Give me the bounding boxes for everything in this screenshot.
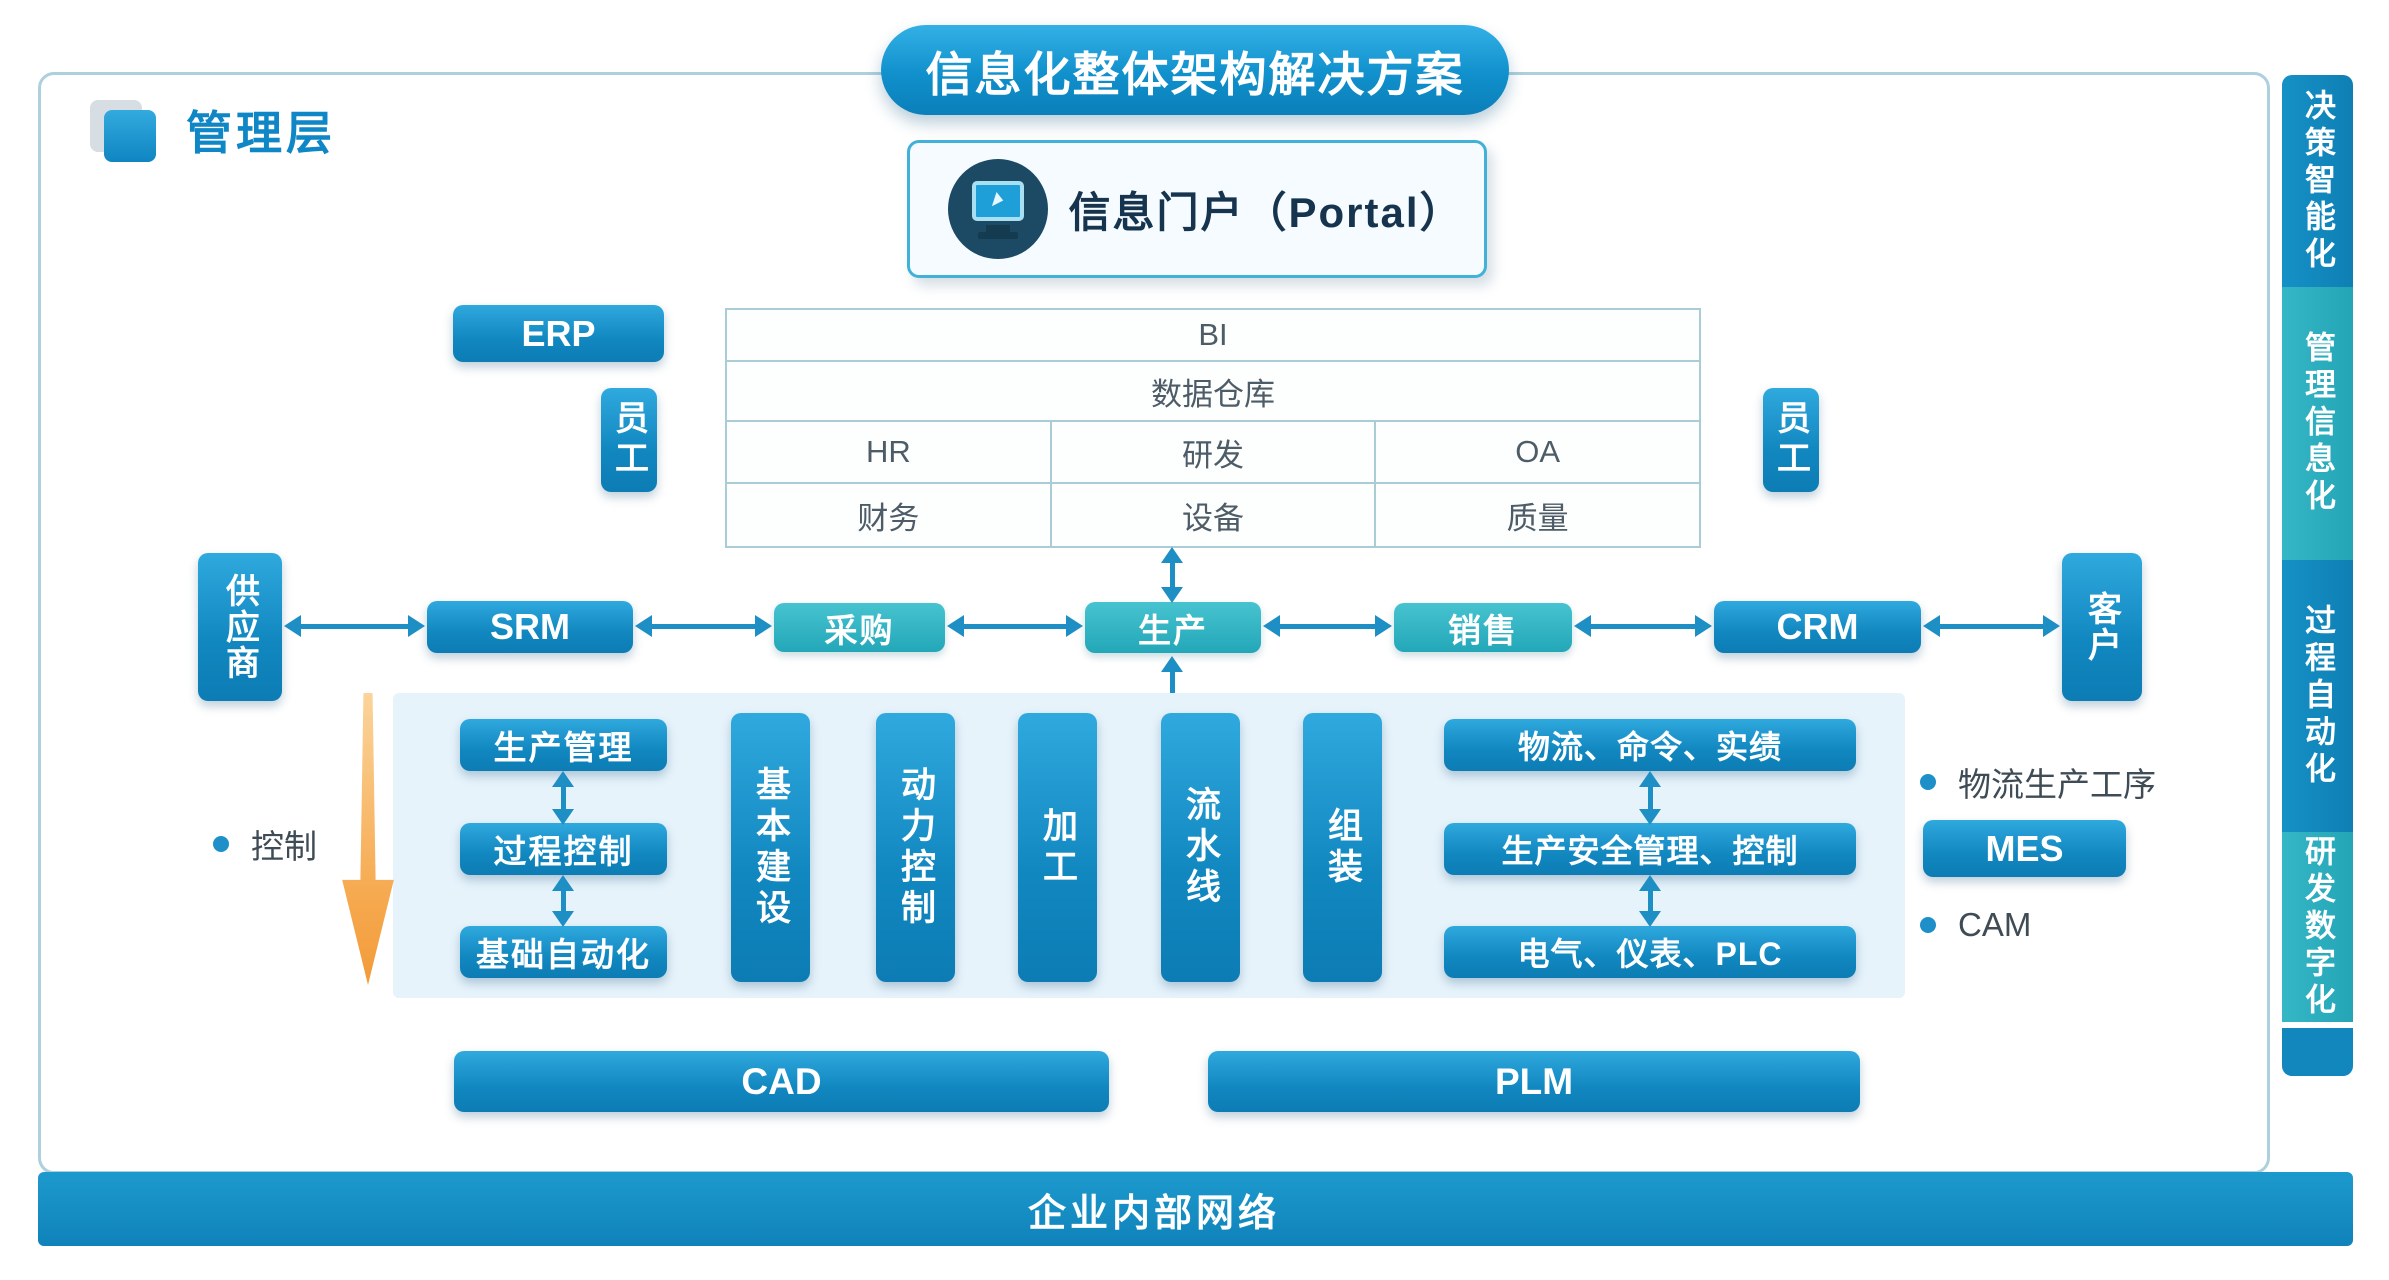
mes-button[interactable]: MES bbox=[1923, 820, 2126, 877]
hr-cell: HR bbox=[727, 422, 1052, 482]
employee-right-box[interactable]: 员工 bbox=[1763, 388, 1819, 492]
srm-box[interactable]: SRM bbox=[427, 601, 633, 653]
production-management-box[interactable]: 生产管理 bbox=[460, 719, 667, 771]
table-row: 财务 设备 质量 bbox=[727, 484, 1699, 546]
arrow-left-stack-2 bbox=[552, 875, 574, 927]
portal-label: 信息门户（Portal） bbox=[1068, 188, 1464, 236]
purchase-box[interactable]: 采购 bbox=[774, 603, 945, 652]
arrow-right-stack-2 bbox=[1639, 875, 1661, 927]
portal-box[interactable]: 信息门户（Portal） bbox=[907, 140, 1487, 278]
logistics-command-box[interactable]: 物流、命令、实绩 bbox=[1444, 719, 1856, 771]
cad-button[interactable]: CAD bbox=[454, 1051, 1109, 1112]
layer-square-icon bbox=[104, 110, 156, 162]
finance-cell: 财务 bbox=[727, 484, 1052, 546]
sidebar-item-rd-digitalization[interactable]: 研发数字化 bbox=[2282, 832, 2353, 1022]
assembly-column[interactable]: 组装 bbox=[1303, 713, 1382, 982]
arrow-sales-crm bbox=[1574, 615, 1712, 637]
logistics-process-bullet: 物流生产工序 bbox=[1920, 758, 2156, 806]
monitor-base bbox=[978, 232, 1018, 239]
rd-cell: 研发 bbox=[1052, 422, 1377, 482]
cursor-icon bbox=[991, 191, 1006, 210]
power-control-column[interactable]: 动力控制 bbox=[876, 713, 955, 982]
arrow-right-stack-1 bbox=[1639, 771, 1661, 825]
bullet-dot-icon bbox=[213, 836, 229, 852]
monitor-screen-icon bbox=[972, 181, 1024, 221]
arrow-production-sales bbox=[1263, 615, 1392, 637]
portal-monitor-icon bbox=[948, 159, 1048, 259]
cam-label: CAM bbox=[1958, 906, 2032, 943]
supplier-box[interactable]: 供应商 bbox=[198, 553, 282, 701]
quality-cell: 质量 bbox=[1506, 500, 1569, 536]
control-bullet: 控制 bbox=[213, 820, 317, 868]
basic-construction-column[interactable]: 基本建设 bbox=[731, 713, 810, 982]
cam-bullet: CAM bbox=[1920, 906, 2031, 944]
crm-box[interactable]: CRM bbox=[1714, 601, 1921, 653]
management-layer-text: 管理层 bbox=[186, 107, 336, 159]
management-layer-label: 管理层 bbox=[90, 98, 336, 162]
arrow-supplier-srm bbox=[284, 615, 425, 637]
enterprise-network-bar: 企业内部网络 bbox=[38, 1172, 2353, 1246]
equipment-cell: 设备 bbox=[1052, 484, 1377, 546]
sidebar-item-process-automation[interactable]: 过程自动化 bbox=[2282, 560, 2353, 832]
sidebar-item-management-informatization[interactable]: 管理信息化 bbox=[2282, 287, 2353, 560]
arrow-srm-purchase bbox=[635, 615, 772, 637]
sidebar-item-decision-intelligence[interactable]: 决策智能化 bbox=[2282, 75, 2353, 287]
bullet-dot-icon bbox=[1920, 917, 1936, 933]
assembly-line-column[interactable]: 流水线 bbox=[1161, 713, 1240, 982]
sidebar-end-cap bbox=[2282, 1028, 2353, 1076]
bi-table: BI 数据仓库 HR 研发 OA 财务 设备 质量 bbox=[725, 308, 1701, 548]
enterprise-network-label: 企业内部网络 bbox=[1027, 1192, 1280, 1235]
safety-management-box[interactable]: 生产安全管理、控制 bbox=[1444, 823, 1856, 875]
erp-button[interactable]: ERP bbox=[453, 305, 664, 362]
employee-left-box[interactable]: 员工 bbox=[601, 388, 657, 492]
diagram-title: 信息化整体架构解决方案 bbox=[881, 25, 1509, 115]
machining-column[interactable]: 加工 bbox=[1018, 713, 1097, 982]
customer-box[interactable]: 客户 bbox=[2062, 553, 2142, 701]
arrow-purchase-production bbox=[947, 615, 1083, 637]
arrow-left-stack-1 bbox=[552, 771, 574, 825]
monitor-stand bbox=[986, 225, 1010, 232]
production-box[interactable]: 生产 bbox=[1085, 602, 1261, 653]
sales-box[interactable]: 销售 bbox=[1394, 603, 1572, 652]
bullet-dot-icon bbox=[1920, 774, 1936, 790]
electrical-instrument-plc-box[interactable]: 电气、仪表、PLC bbox=[1444, 926, 1856, 978]
diagram-title-text: 信息化整体架构解决方案 bbox=[925, 47, 1465, 101]
arrow-table-production bbox=[1161, 547, 1183, 603]
arrow-crm-customer bbox=[1923, 615, 2060, 637]
logistics-process-label: 物流生产工序 bbox=[1958, 766, 2156, 803]
control-bullet-label: 控制 bbox=[251, 828, 317, 865]
process-control-box[interactable]: 过程控制 bbox=[460, 823, 667, 875]
data-warehouse-row: 数据仓库 bbox=[727, 362, 1699, 422]
oa-cell: OA bbox=[1515, 434, 1561, 469]
basic-automation-box[interactable]: 基础自动化 bbox=[460, 926, 667, 978]
plm-button[interactable]: PLM bbox=[1208, 1051, 1860, 1112]
table-row: HR 研发 OA bbox=[727, 422, 1699, 484]
bi-row: BI bbox=[727, 310, 1699, 362]
